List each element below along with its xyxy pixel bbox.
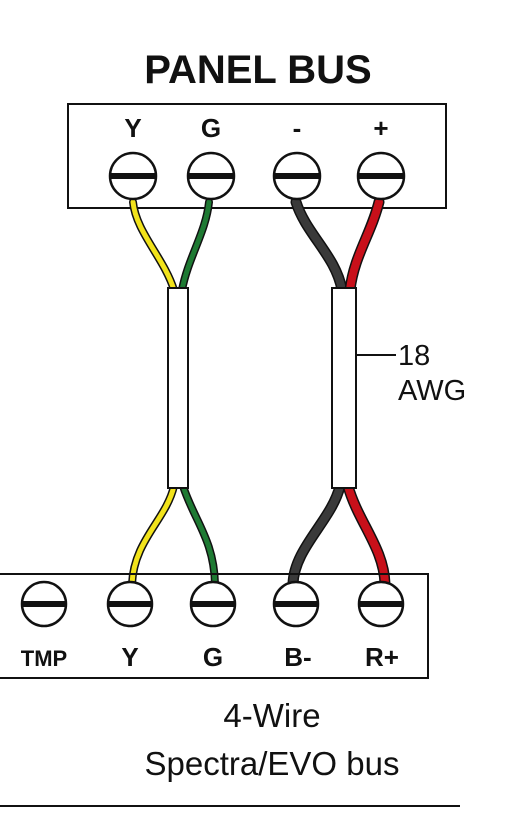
device-screw-r-plus	[357, 580, 405, 628]
red-wire-bottom-fill	[344, 482, 389, 588]
panel-screw-minus	[272, 151, 322, 201]
gauge-label-line2: AWG	[398, 375, 466, 407]
yellow-wire-top-fill	[130, 199, 177, 293]
red-wire-top-fill	[346, 198, 383, 294]
device-terminal-label-r-plus: R+	[365, 642, 399, 672]
device-terminal-label-y: Y	[121, 642, 138, 672]
panel-screw-plus	[356, 151, 406, 201]
panel-title: PANEL BUS	[144, 48, 371, 92]
device-screw-g	[189, 580, 237, 628]
device-caption-line1: 4-Wire	[223, 697, 320, 734]
device-caption-line2: Spectra/EVO bus	[145, 745, 400, 782]
panel-screw-g	[186, 151, 236, 201]
cable-sheath-right	[331, 287, 357, 489]
panel-screw-y	[108, 151, 158, 201]
device-terminal-label-b-minus: B-	[284, 642, 311, 672]
device-screw-y	[106, 580, 154, 628]
cable-sheath-left	[167, 287, 189, 489]
device-terminal-label-g: G	[203, 642, 223, 672]
black-wire-bottom-fill	[289, 482, 344, 588]
panel-terminal-label-minus: -	[293, 113, 302, 143]
panel-terminal-label-y: Y	[124, 113, 141, 143]
device-terminal-block	[0, 573, 429, 679]
green-wire-bottom-fill	[180, 483, 218, 587]
panel-terminal-label-plus: +	[373, 113, 388, 143]
gauge-label-line1: 18	[398, 340, 430, 372]
green-wire-top-fill	[179, 199, 212, 293]
device-terminal-label-tmp: TMP	[21, 646, 67, 671]
wires	[128, 196, 391, 590]
device-screw-b-minus	[272, 580, 320, 628]
panel-terminal-label-g: G	[201, 113, 221, 143]
yellow-wire-bottom-fill	[129, 483, 177, 587]
black-wire-top-fill	[292, 198, 346, 294]
device-screw-tmp	[20, 580, 68, 628]
